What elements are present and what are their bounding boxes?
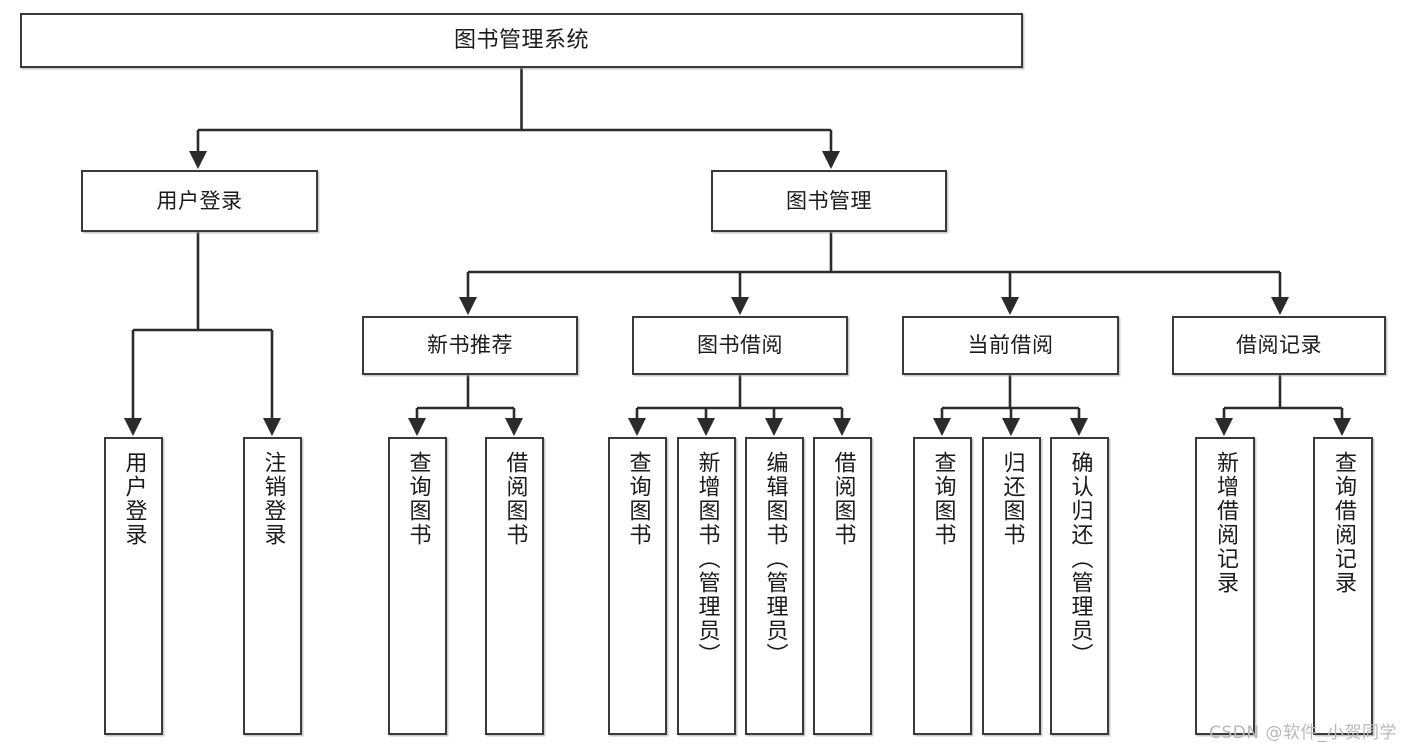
node-borrow-record-label: 借阅记录 bbox=[1236, 333, 1322, 358]
node-user-login[interactable]: 用户登录 bbox=[81, 170, 318, 232]
node-user-login-label: 用户登录 bbox=[156, 188, 243, 213]
node-root[interactable]: 图书管理系统 bbox=[20, 13, 1023, 68]
node-new-book-recommend-label: 新书推荐 bbox=[427, 333, 513, 358]
node-leaf-query-book-3[interactable]: 查询图书 bbox=[913, 437, 972, 735]
node-leaf-confirm-return-label: 确认归还（管理员） bbox=[1067, 451, 1093, 667]
node-leaf-return-book-label: 归还图书 bbox=[999, 451, 1025, 547]
node-leaf-query-record[interactable]: 查询借阅记录 bbox=[1313, 437, 1373, 735]
node-current-borrow[interactable]: 当前借阅 bbox=[902, 316, 1119, 375]
node-leaf-confirm-return[interactable]: 确认归还（管理员） bbox=[1050, 437, 1109, 735]
node-leaf-add-book-label: 新增图书（管理员） bbox=[694, 451, 720, 667]
node-leaf-logout-label: 注销登录 bbox=[260, 451, 286, 547]
node-book-management[interactable]: 图书管理 bbox=[711, 170, 947, 232]
node-leaf-borrow-book-2-label: 借阅图书 bbox=[830, 451, 856, 547]
node-leaf-edit-book[interactable]: 编辑图书（管理员） bbox=[745, 437, 804, 735]
node-current-borrow-label: 当前借阅 bbox=[967, 333, 1054, 358]
node-book-borrow-label: 图书借阅 bbox=[697, 333, 783, 358]
node-leaf-query-record-label: 查询借阅记录 bbox=[1331, 451, 1356, 595]
node-borrow-record[interactable]: 借阅记录 bbox=[1172, 316, 1386, 375]
node-leaf-query-book-2-label: 查询图书 bbox=[625, 451, 651, 547]
node-book-borrow[interactable]: 图书借阅 bbox=[632, 316, 848, 375]
node-leaf-query-book-1[interactable]: 查询图书 bbox=[388, 437, 447, 735]
node-leaf-logout[interactable]: 注销登录 bbox=[243, 437, 302, 735]
node-new-book-recommend[interactable]: 新书推荐 bbox=[362, 316, 578, 375]
node-leaf-add-record[interactable]: 新增借阅记录 bbox=[1195, 437, 1255, 735]
node-leaf-user-login[interactable]: 用户登录 bbox=[104, 437, 163, 735]
node-leaf-add-record-label: 新增借阅记录 bbox=[1213, 451, 1238, 595]
node-leaf-user-login-label: 用户登录 bbox=[121, 451, 147, 547]
node-leaf-query-book-2[interactable]: 查询图书 bbox=[608, 437, 667, 735]
node-leaf-borrow-book-1[interactable]: 借阅图书 bbox=[485, 437, 544, 735]
node-leaf-query-book-3-label: 查询图书 bbox=[930, 451, 956, 547]
node-root-label: 图书管理系统 bbox=[453, 27, 589, 53]
node-leaf-edit-book-label: 编辑图书（管理员） bbox=[762, 451, 788, 667]
node-leaf-add-book[interactable]: 新增图书（管理员） bbox=[677, 437, 736, 735]
node-leaf-return-book[interactable]: 归还图书 bbox=[982, 437, 1041, 735]
node-book-management-label: 图书管理 bbox=[786, 188, 872, 213]
node-leaf-borrow-book-2[interactable]: 借阅图书 bbox=[813, 437, 872, 735]
node-leaf-borrow-book-1-label: 借阅图书 bbox=[502, 451, 528, 547]
node-leaf-query-book-1-label: 查询图书 bbox=[405, 451, 431, 547]
